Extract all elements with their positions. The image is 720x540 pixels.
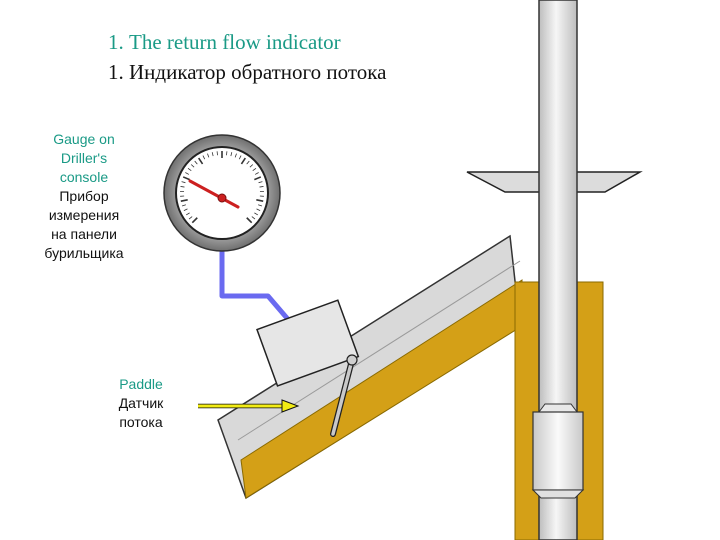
- gauge-tick: [258, 181, 263, 184]
- gauge-needle: [188, 179, 240, 209]
- paddle-label: Paddle Датчик потока: [104, 375, 178, 432]
- signal-cable: [219, 245, 294, 326]
- gauge-label-en-1: Gauge on: [53, 131, 115, 147]
- wellbore: [466, 0, 643, 540]
- gauge-tick: [211, 152, 214, 157]
- gauge-tick: [258, 204, 263, 207]
- gauge-tick: [182, 176, 190, 181]
- gauge-tick: [240, 157, 246, 165]
- gauge-ticks: [180, 151, 264, 224]
- gauge-tick: [207, 153, 210, 158]
- paddle-label-ru-2: потока: [119, 414, 163, 430]
- gauge-label-ru-1: Прибор: [59, 188, 109, 204]
- sensor-box: [256, 299, 360, 387]
- gauge-tick: [198, 157, 204, 165]
- flow-line: [217, 234, 523, 500]
- gauge-icon: [163, 134, 281, 252]
- gauge-tick: [202, 155, 206, 160]
- title-russian: 1. Индикатор обратного потока: [108, 60, 387, 84]
- paddle-label-en: Paddle: [119, 376, 163, 392]
- gauge-tick: [181, 204, 186, 207]
- gauge-tick: [183, 208, 188, 211]
- gauge-tick: [194, 160, 198, 165]
- gauge-label-ru-2: измерения: [48, 207, 120, 223]
- gauge-tick: [256, 208, 261, 211]
- gauge-tick: [230, 152, 233, 157]
- gauge-tick: [246, 217, 253, 224]
- gauge-label-ru-3: на панели: [51, 226, 117, 242]
- gauge-tick: [249, 164, 254, 168]
- gauge-tick: [234, 153, 237, 158]
- gauge-tick: [180, 186, 185, 188]
- gauge-pivot: [217, 193, 227, 203]
- gauge-tick: [191, 217, 198, 224]
- title-text: The return flow indicator: [129, 30, 341, 54]
- title-english: 1. The return flow indicator: [108, 30, 341, 55]
- gauge-tick: [187, 167, 192, 171]
- gauge-tick: [254, 212, 259, 216]
- gauge-tick: [190, 164, 195, 168]
- gauge-tick: [185, 212, 190, 216]
- gauge-label-en-2: Driller's: [60, 150, 108, 166]
- gauge-label: Gauge on Driller's console Прибор измере…: [30, 130, 138, 263]
- gauge-tick: [180, 199, 188, 202]
- paddle-icon: [330, 354, 358, 437]
- gauge-tick: [188, 216, 193, 220]
- flow-arrow-icon: [198, 399, 300, 413]
- gauge-ring: [175, 146, 269, 240]
- gauge-tick: [238, 155, 242, 160]
- gauge-label-ru-4: бурильщика: [44, 245, 124, 261]
- gauge-tick: [181, 181, 186, 184]
- gauge-tick: [259, 186, 264, 188]
- tool-joint: [531, 403, 585, 499]
- paddle-label-ru-1: Датчик: [118, 395, 164, 411]
- gauge-tick: [254, 172, 259, 175]
- gauge-tick: [252, 167, 257, 171]
- gauge-tick: [185, 172, 190, 175]
- gauge-tick: [256, 199, 264, 202]
- gauge-tick: [254, 176, 262, 181]
- gauge-label-en-3: console: [59, 169, 109, 185]
- gauge-tick: [251, 216, 256, 220]
- gauge-tick: [246, 160, 250, 165]
- title-number: 1.: [108, 30, 124, 54]
